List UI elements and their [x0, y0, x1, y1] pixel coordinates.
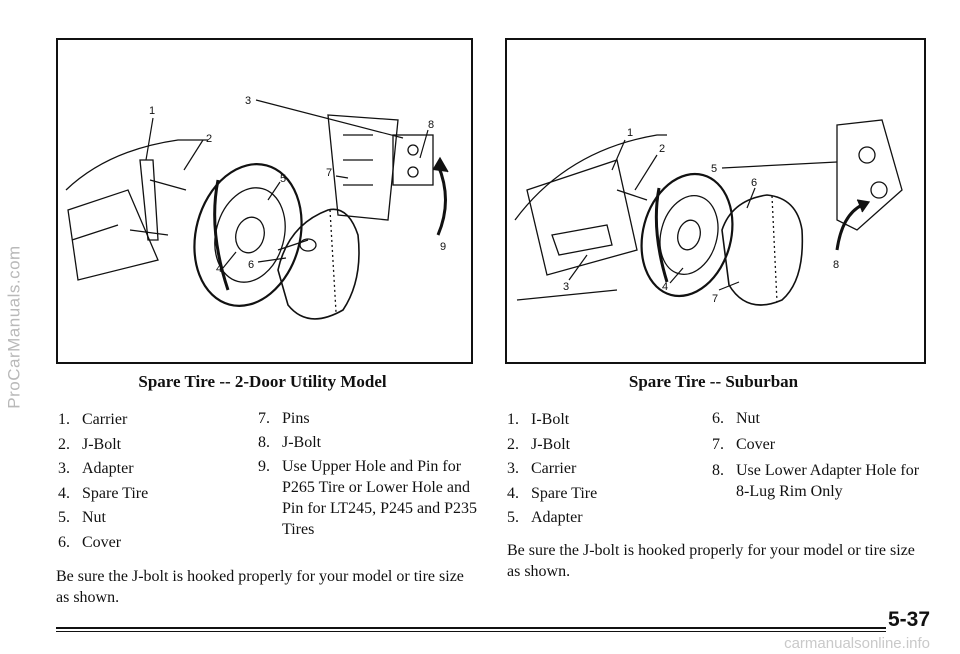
- list-item: 9.Use Upper Hole and Pin for P265 Tire o…: [258, 458, 477, 538]
- callout-7: 7: [712, 293, 718, 305]
- list-item: 8.Use Lower Adapter Hole for 8-Lug Rim O…: [712, 462, 920, 500]
- list-item: 2.J-Bolt: [58, 435, 122, 453]
- figure-suburban: 1 2 3 4 5 6 7 8: [505, 38, 926, 364]
- list-item: 3.Carrier: [507, 460, 577, 477]
- callout-6: 6: [248, 259, 254, 271]
- list-item: 8.J-Bolt: [258, 434, 322, 451]
- list-item: 1.I-Bolt: [507, 411, 570, 428]
- footer-rule-thin: [56, 631, 886, 632]
- legend-left-col2: 7.Pins 8.J-Bolt 9.Use Upper Hole and Pin…: [258, 408, 478, 543]
- list-item: 5.Nut: [58, 509, 106, 526]
- list-item: 7.Cover: [712, 436, 776, 453]
- caption-suburban: Spare Tire -- Suburban: [628, 372, 799, 391]
- note-jbolt-left: Be sure the J-bolt is hooked properly fo…: [56, 568, 464, 606]
- callout-6: 6: [751, 177, 757, 189]
- legend-right-col2: 6.Nut 7.Cover 8.Use Lower Adapter Hole f…: [712, 408, 922, 507]
- list-item: 2.J-Bolt: [507, 435, 571, 453]
- callout-5: 5: [711, 163, 717, 175]
- legend-left-col1: 1.Carrier 2.J-Bolt 3.Adapter 4.Spare Tir…: [58, 408, 238, 555]
- list-item: 5.Adapter: [507, 509, 583, 526]
- callout-1: 1: [149, 105, 155, 117]
- list-item: 7.Pins: [258, 410, 310, 427]
- callout-8: 8: [833, 259, 839, 271]
- list-item: 3.Adapter: [58, 460, 134, 477]
- side-watermark-text: ProCarManuals.com: [5, 245, 25, 409]
- footer-rule: [56, 627, 886, 629]
- list-item: 6.Nut: [712, 410, 760, 427]
- callout-3: 3: [563, 281, 569, 293]
- callout-3: 3: [245, 95, 251, 107]
- callout-2: 2: [659, 143, 665, 155]
- callout-4: 4: [216, 263, 222, 275]
- list-item: 1.Carrier: [58, 411, 128, 428]
- page-number: 5-37: [887, 608, 930, 631]
- callout-7: 7: [326, 167, 332, 179]
- list-item: 4.Spare Tire: [58, 484, 149, 502]
- callout-1: 1: [627, 127, 633, 139]
- callout-9: 9: [440, 241, 446, 253]
- illustration-2-door-spare-tire: 1 2 3 4 5 6 7 8 9: [65, 95, 449, 320]
- list-item: 4.Spare Tire: [507, 484, 598, 502]
- callout-8: 8: [428, 119, 434, 131]
- figure-2-door-utility: 1 2 3 4 5 6 7 8 9: [56, 38, 473, 364]
- callout-2: 2: [206, 133, 212, 145]
- illustration-suburban-spare-tire: 1 2 3 4 5 6 7 8: [514, 119, 903, 306]
- side-watermark: ProCarManuals.com: [2, 0, 28, 654]
- list-item: 6.Cover: [58, 533, 122, 551]
- callout-4: 4: [662, 281, 668, 293]
- callout-5: 5: [280, 173, 286, 185]
- note-jbolt-right: Be sure the J-bolt is hooked properly fo…: [507, 542, 915, 580]
- bottom-watermark: carmanualsonline.info: [784, 635, 930, 652]
- legend-right-col1: 1.I-Bolt 2.J-Bolt 3.Carrier 4.Spare Tire…: [507, 408, 697, 531]
- caption-2-door-utility: Spare Tire -- 2-Door Utility Model: [138, 372, 387, 391]
